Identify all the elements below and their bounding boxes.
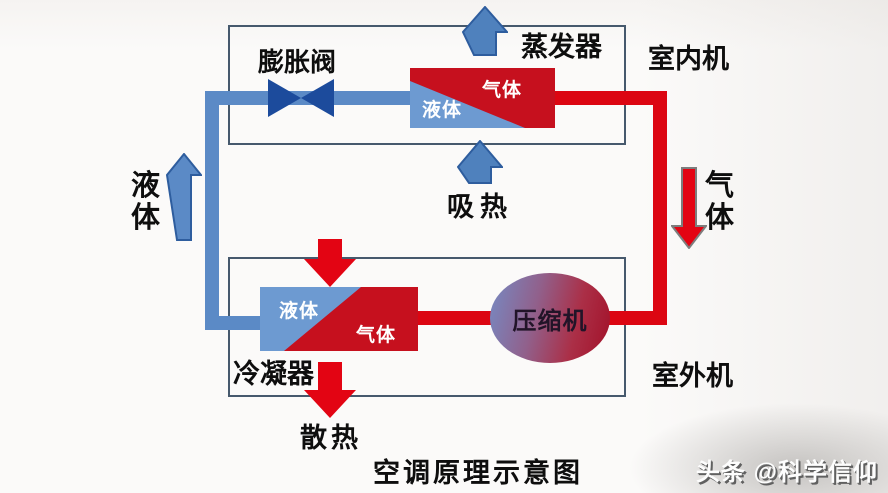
- evaporator-gas-label: 气体: [482, 80, 523, 101]
- heat-release-arrow-icon: [304, 362, 356, 418]
- evaporator-liquid-region: [410, 81, 525, 128]
- expansion-valve-icon: [268, 79, 334, 117]
- condenser-title-label: 冷凝器: [233, 359, 314, 389]
- heat-release-label: 散热: [300, 423, 362, 453]
- condenser-liquid-label: 液体: [279, 301, 320, 322]
- liquid-flow-up-arrow-icon: [166, 153, 202, 241]
- gas-line-label: 气 体: [705, 170, 735, 234]
- expansion-valve-label: 膨胀阀: [258, 48, 337, 77]
- pipe-liquid-to-condenser: [205, 316, 265, 330]
- condenser-input-arrow-icon: [304, 239, 356, 287]
- evaporator-title-label: 蒸发器: [521, 32, 602, 62]
- heat-absorb-label: 吸热: [447, 192, 513, 222]
- pipe-compressor-out: [600, 311, 667, 325]
- diagram-title: 空调原理示意图: [373, 458, 583, 488]
- evaporator: 液体 气体: [410, 68, 555, 128]
- compressor: 压缩机: [490, 273, 610, 363]
- pipe-liquid-left-vertical: [205, 91, 219, 330]
- condenser: 液体 气体: [260, 287, 418, 351]
- evaporator-liquid-label: 液体: [422, 100, 463, 121]
- condenser-liquid-region: [260, 287, 361, 351]
- watermark-text: 头条 @科学信仰: [695, 459, 878, 486]
- outdoor-unit-label: 室外机: [652, 361, 733, 391]
- gas-flow-down-arrow-icon: [671, 167, 707, 249]
- compressor-label: 压缩机: [512, 308, 588, 335]
- pipe-gas-right-vertical: [653, 91, 667, 325]
- heat-absorb-arrow-icon: [457, 140, 503, 184]
- indoor-unit-box: [228, 25, 626, 145]
- indoor-unit-label: 室内机: [648, 44, 729, 74]
- pipe-condenser-to-compressor: [415, 311, 495, 325]
- liquid-line-label: 液 体: [131, 170, 161, 234]
- condenser-gas-label: 气体: [356, 325, 397, 346]
- pipe-gas-top: [550, 91, 667, 105]
- evaporator-output-arrow-icon: [462, 6, 508, 56]
